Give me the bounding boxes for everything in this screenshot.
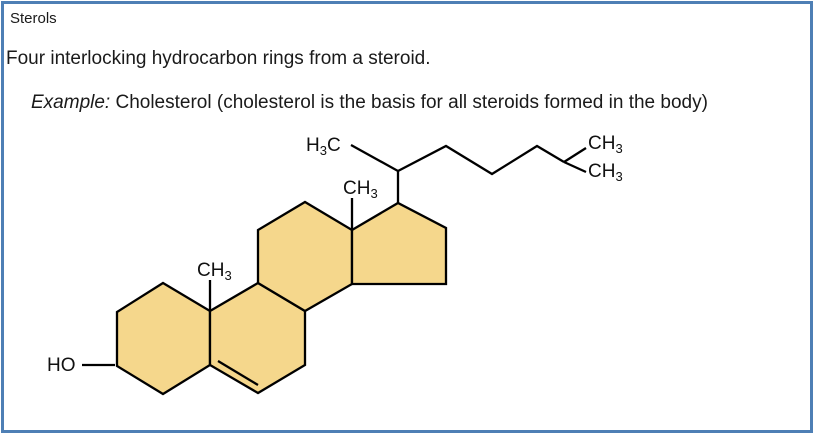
isopropyl-bond-lower (563, 160, 587, 174)
panel-title: Sterols (10, 10, 57, 27)
hydroxyl-label: HO (47, 355, 76, 376)
methyl-label-h3c: H3C (306, 135, 341, 158)
description-text: Four interlocking hydrocarbon rings from… (6, 48, 431, 69)
methyl-label-c10: CH3 (197, 260, 232, 283)
example-label: Example: (31, 92, 111, 113)
methyl-label-chain-lower: CH3 (588, 161, 623, 184)
ring-d (350, 201, 448, 286)
side-chain-zigzag (397, 144, 565, 176)
ring-a (115, 281, 212, 396)
example-line: Example: Cholesterol (cholesterol is the… (31, 92, 708, 114)
methyl-label-chain-upper: CH3 (588, 133, 623, 156)
methyl-label-c13: CH3 (343, 178, 378, 201)
example-text: Cholesterol (cholesterol is the basis fo… (115, 92, 708, 113)
isopropyl-bond-upper (563, 147, 587, 163)
double-bond-inner-line (217, 360, 259, 386)
